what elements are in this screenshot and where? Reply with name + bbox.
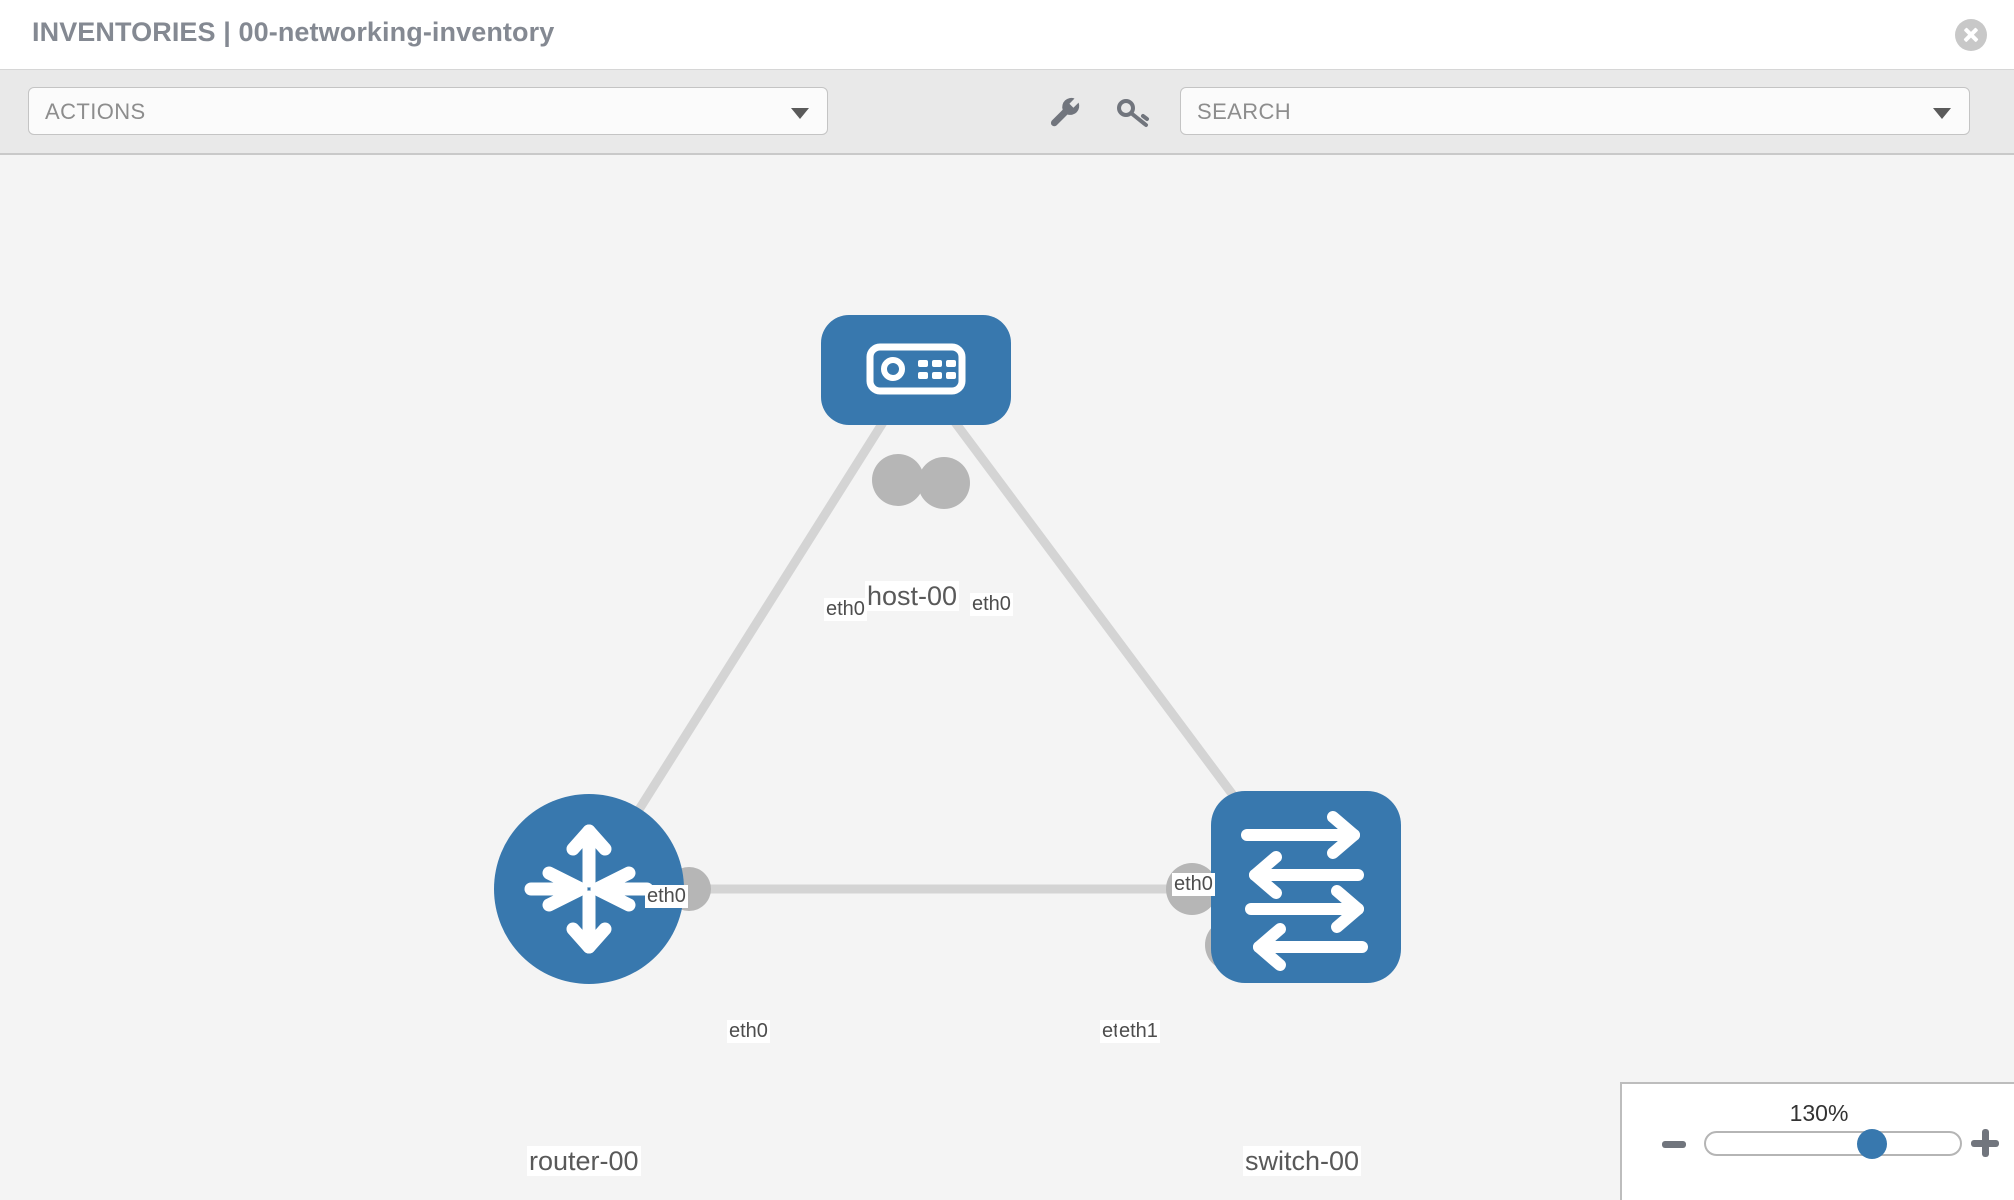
page-title: INVENTORIES | 00-networking-inventory	[32, 17, 555, 47]
port-label-router-right: eth0	[727, 1020, 770, 1043]
node-router-00	[494, 794, 684, 984]
topology-canvas[interactable]: eth0 eth0 eth0 eth0 eth0 eth0 eth1 host-…	[0, 155, 2014, 1200]
plus-icon[interactable]	[1971, 1129, 1999, 1157]
zoom-slider-thumb[interactable]	[1856, 1129, 1887, 1159]
minus-icon[interactable]	[1662, 1141, 1686, 1148]
port-host-left	[872, 454, 924, 506]
node-host-00	[821, 315, 1011, 425]
port-label-switch-up: eth0	[1172, 873, 1215, 896]
zoom-control-panel: 130%	[1620, 1082, 2014, 1200]
link-layer	[585, 367, 1307, 894]
close-icon[interactable]	[1955, 19, 1987, 51]
port-label-host-right: eth0	[970, 593, 1013, 616]
zoom-level-value: 130%	[1789, 1100, 1849, 1126]
chevron-down-icon	[791, 108, 809, 119]
actions-dropdown[interactable]: ACTIONS	[28, 87, 828, 135]
toolbar: ACTIONS SEARCH	[0, 69, 2014, 155]
wrench-icon[interactable]	[1045, 92, 1085, 132]
search-input[interactable]: SEARCH	[1180, 87, 1970, 135]
node-label-switch-00: switch-00	[1243, 1146, 1362, 1177]
actions-dropdown-label: ACTIONS	[45, 99, 146, 124]
search-placeholder: SEARCH	[1197, 99, 1292, 124]
node-label-router-00: router-00	[527, 1146, 641, 1177]
port-host-right	[918, 457, 970, 509]
link-host-router	[585, 367, 920, 892]
port-label-host-left: eth0	[824, 598, 867, 621]
port-label-switch-left-eth1: eth1	[1117, 1020, 1160, 1043]
chevron-down-icon	[1933, 108, 1951, 119]
key-icon[interactable]	[1112, 92, 1152, 132]
page-header: INVENTORIES | 00-networking-inventory	[0, 0, 2014, 69]
topology-graph	[494, 315, 1401, 984]
port-label-router-up: eth0	[645, 885, 688, 908]
zoom-slider-track[interactable]	[1704, 1131, 1962, 1156]
node-label-host-00: host-00	[865, 581, 960, 612]
node-switch-00	[1211, 791, 1401, 983]
